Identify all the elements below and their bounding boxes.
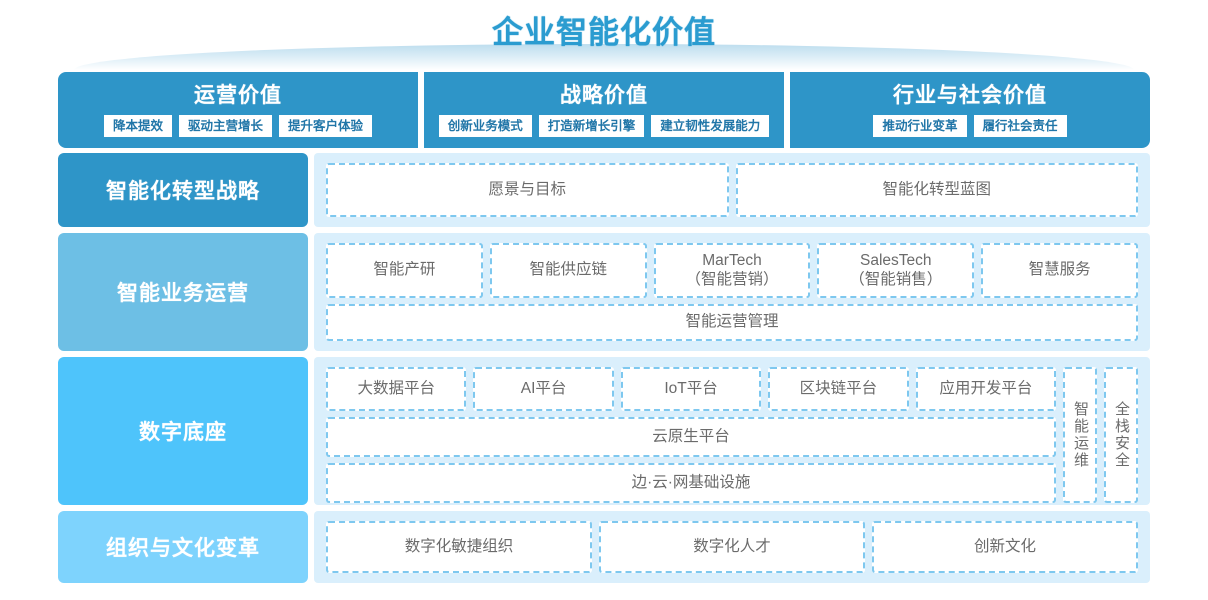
value-panel-title: 行业与社会价值: [893, 84, 1047, 107]
cell-row: 大数据平台 AI平台 IoT平台 区块链平台 应用开发平台: [326, 367, 1057, 411]
layer-label-digital-base[interactable]: 数字底座: [58, 357, 308, 505]
value-tag[interactable]: 驱动主营增长: [178, 115, 272, 138]
value-tag-group: 创新业务模式 打造新增长引擎 建立韧性发展能力: [438, 115, 770, 138]
layer-label-strategy[interactable]: 智能化转型战略: [58, 153, 308, 227]
cell-digital-agile-org[interactable]: 数字化敏捷组织: [326, 521, 592, 573]
cell-row: 云原生平台: [326, 417, 1056, 457]
value-panel-title: 战略价值: [560, 84, 648, 107]
page-title: 企业智能化价值: [492, 15, 716, 50]
cell-row: 数字化敏捷组织 数字化人才 创新文化: [326, 521, 1138, 573]
value-tag[interactable]: 提升客户体验: [279, 115, 373, 138]
layer-row-digital-base: 数字底座 大数据平台 AI平台 IoT平台 区块链平台 应用开发平台 云原生平台: [58, 357, 1150, 505]
cell-smart-supply-chain[interactable]: 智能供应链: [489, 243, 647, 299]
cell-innovation-culture[interactable]: 创新文化: [872, 521, 1138, 573]
layer-row-business: 智能业务运营 智能产研 智能供应链 MarTech （智能营销） SalesTe…: [58, 233, 1150, 351]
value-panel-operational[interactable]: 运营价值 降本提效 驱动主营增长 提升客户体验: [58, 72, 418, 148]
cell-intelligent-ops[interactable]: 智能运维: [1063, 367, 1097, 503]
layer-content-strategy: 愿景与目标 智能化转型蓝图: [314, 153, 1150, 227]
cell-cloud-native-platform[interactable]: 云原生平台: [326, 417, 1056, 457]
value-tag[interactable]: 履行社会责任: [973, 115, 1067, 138]
layer-row-strategy: 智能化转型战略 愿景与目标 智能化转型蓝图: [58, 153, 1150, 227]
layer-content-digital-base: 大数据平台 AI平台 IoT平台 区块链平台 应用开发平台 云原生平台 边·云·…: [314, 357, 1150, 505]
cell-digital-talent[interactable]: 数字化人才: [599, 521, 865, 573]
cell-row: 边·云·网基础设施: [326, 463, 1056, 503]
cell-full-stack-security[interactable]: 全栈安全: [1104, 367, 1138, 503]
cell-vision-goals[interactable]: 愿景与目标: [326, 163, 729, 217]
cell-edge-cloud-network-infra[interactable]: 边·云·网基础设施: [326, 463, 1056, 503]
cell-smart-operations-management[interactable]: 智能运营管理: [326, 304, 1138, 341]
cell-app-dev-platform[interactable]: 应用开发平台: [915, 367, 1057, 411]
value-band: 运营价值 降本提效 驱动主营增长 提升客户体验 战略价值 创新业务模式 打造新增…: [58, 72, 1150, 148]
value-tag[interactable]: 推动行业变革: [873, 115, 967, 138]
cell-salestech-sub: （智能销售）: [849, 270, 943, 288]
value-tag[interactable]: 建立韧性发展能力: [651, 115, 770, 138]
cell-row: 智能产研 智能供应链 MarTech （智能营销） SalesTech （智能销…: [326, 243, 1138, 299]
layer-content-organization: 数字化敏捷组织 数字化人才 创新文化: [314, 511, 1150, 583]
title-banner: 企业智能化价值: [0, 0, 1208, 70]
value-panel-title: 运营价值: [194, 84, 282, 107]
cell-salestech-title: SalesTech: [860, 252, 932, 270]
cell-transformation-blueprint[interactable]: 智能化转型蓝图: [735, 163, 1138, 217]
cell-martech-sub: （智能营销）: [685, 270, 779, 288]
value-tag[interactable]: 创新业务模式: [438, 115, 532, 138]
digital-base-side-cells: 智能运维 全栈安全: [1063, 367, 1138, 503]
cell-martech[interactable]: MarTech （智能营销）: [653, 243, 811, 299]
cell-martech-title: MarTech: [702, 252, 762, 270]
cell-iot-platform[interactable]: IoT平台: [620, 367, 762, 411]
digital-base-wrap: 大数据平台 AI平台 IoT平台 区块链平台 应用开发平台 云原生平台 边·云·…: [326, 367, 1138, 503]
value-panel-strategic[interactable]: 战略价值 创新业务模式 打造新增长引擎 建立韧性发展能力: [424, 72, 784, 148]
layer-label-organization[interactable]: 组织与文化变革: [58, 511, 308, 583]
cell-row: 智能运营管理: [326, 304, 1138, 341]
layer-label-business[interactable]: 智能业务运营: [58, 233, 308, 351]
cell-smart-service[interactable]: 智慧服务: [981, 243, 1138, 299]
value-tag-group: 降本提效 驱动主营增长 提升客户体验: [103, 115, 373, 138]
cell-smart-rnd[interactable]: 智能产研: [326, 243, 483, 299]
digital-base-main: 大数据平台 AI平台 IoT平台 区块链平台 应用开发平台 云原生平台 边·云·…: [326, 367, 1057, 503]
layer-content-business: 智能产研 智能供应链 MarTech （智能营销） SalesTech （智能销…: [314, 233, 1150, 351]
cell-bigdata-platform[interactable]: 大数据平台: [326, 367, 467, 411]
cell-blockchain-platform[interactable]: 区块链平台: [768, 367, 909, 411]
cell-ai-platform[interactable]: AI平台: [473, 367, 614, 411]
value-panel-industry-social[interactable]: 行业与社会价值 推动行业变革 履行社会责任: [790, 72, 1150, 148]
layer-stack: 智能化转型战略 愿景与目标 智能化转型蓝图 智能业务运营 智能产研 智能供应链 …: [58, 153, 1150, 583]
value-tag-group: 推动行业变革 履行社会责任: [873, 115, 1067, 138]
value-tag[interactable]: 打造新增长引擎: [538, 115, 645, 138]
cell-row: 愿景与目标 智能化转型蓝图: [326, 163, 1138, 217]
value-tag[interactable]: 降本提效: [103, 115, 172, 138]
layer-row-organization: 组织与文化变革 数字化敏捷组织 数字化人才 创新文化: [58, 511, 1150, 583]
cell-salestech[interactable]: SalesTech （智能销售）: [817, 243, 975, 299]
